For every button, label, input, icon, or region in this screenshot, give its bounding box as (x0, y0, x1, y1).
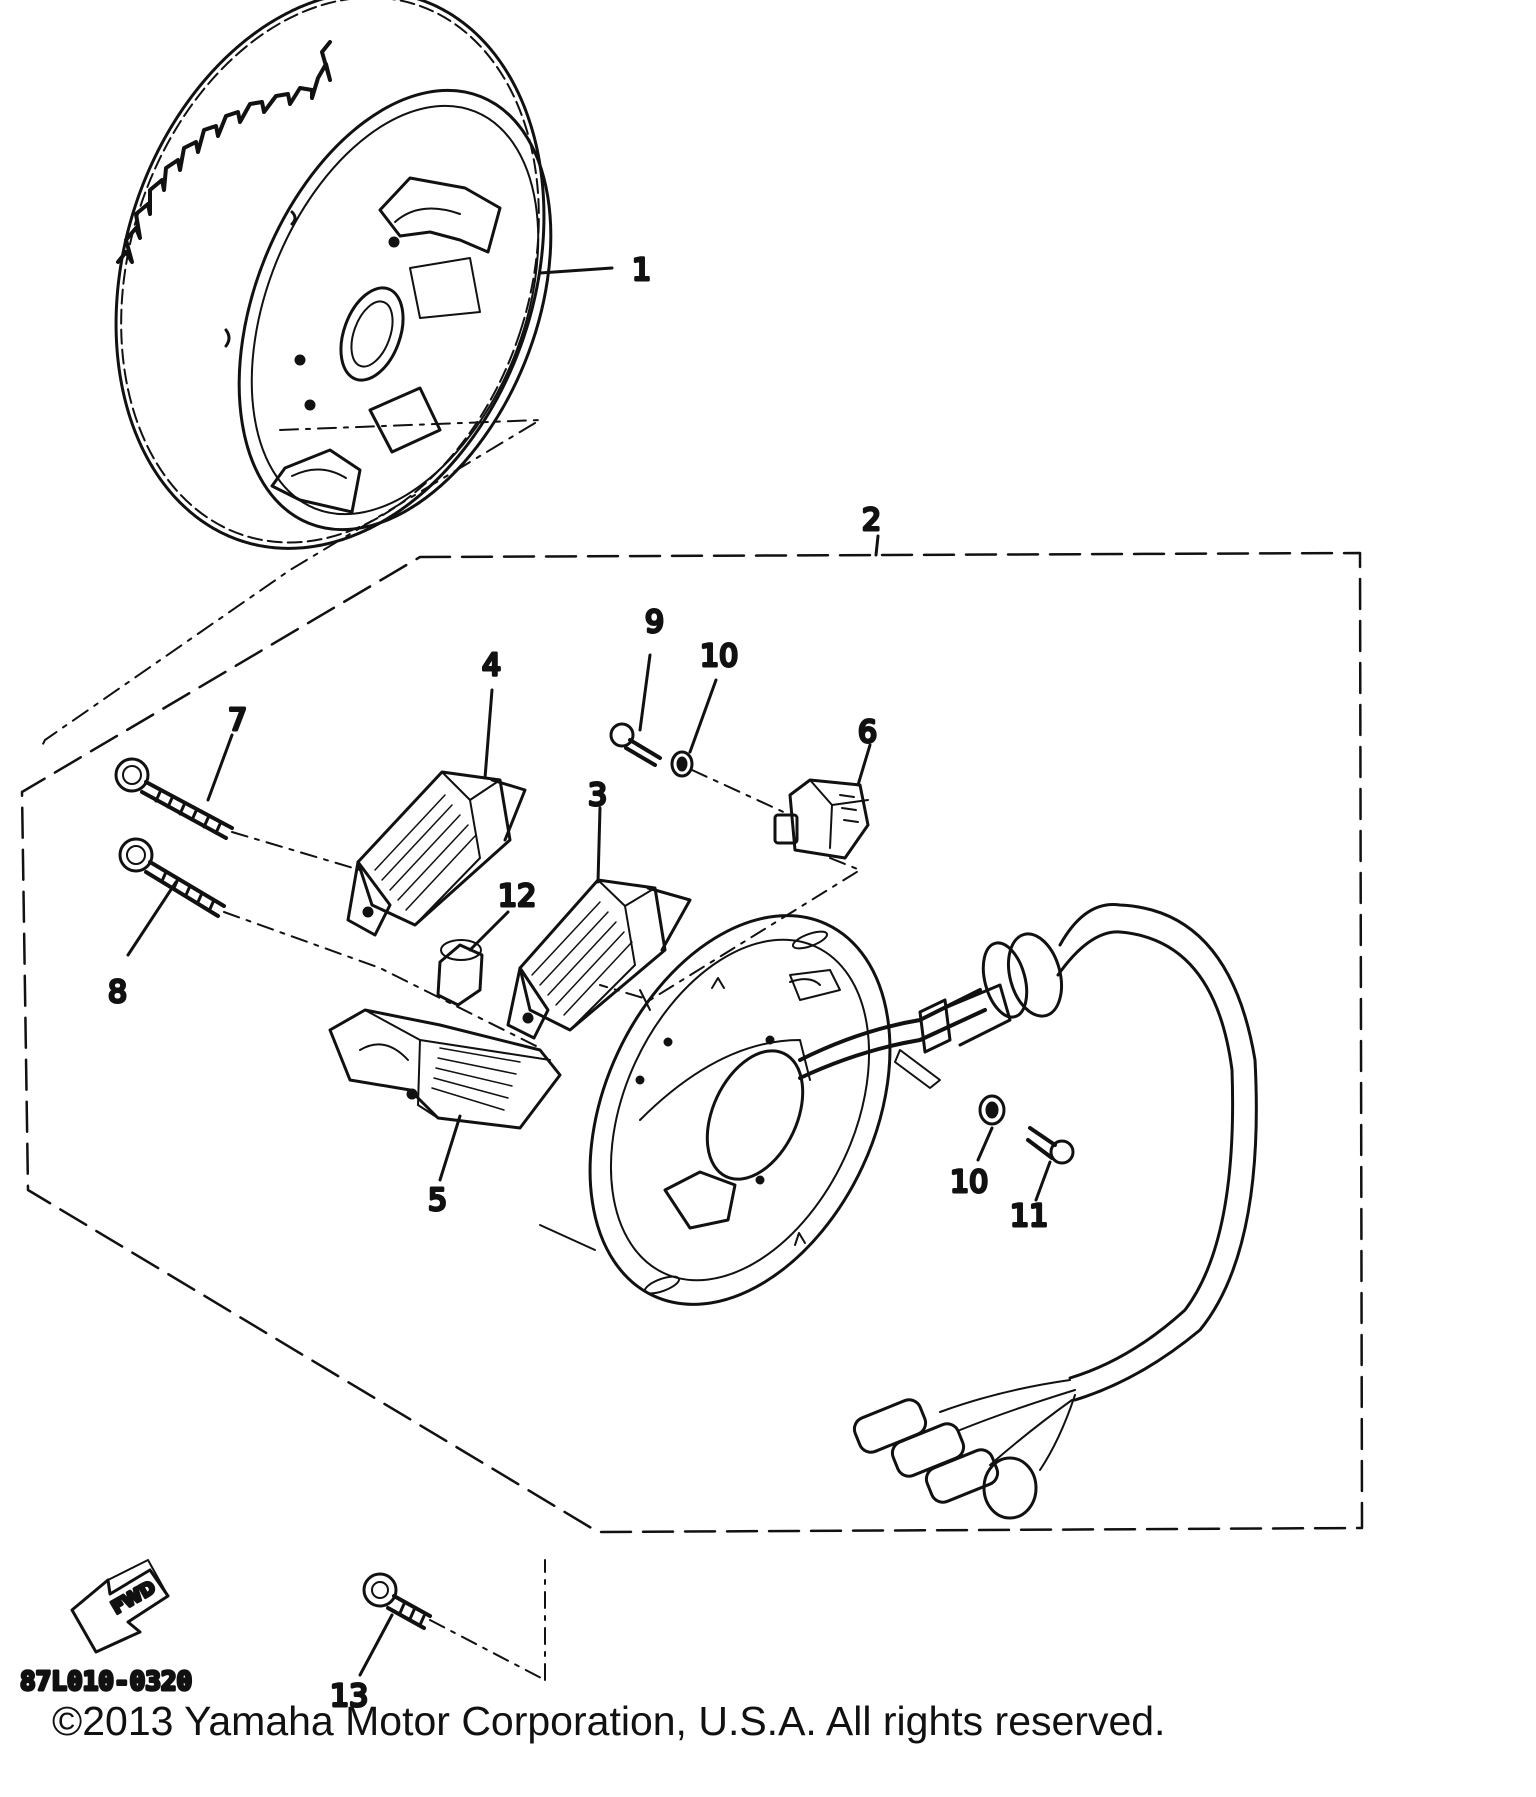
leader-10-lower (976, 1126, 994, 1162)
part-label-1: 1 (632, 253, 651, 288)
leader-6 (856, 743, 872, 787)
part-label-11: 11 (1010, 1199, 1048, 1234)
leader-8 (126, 880, 178, 957)
copyright-notice: ©2013 Yamaha Motor Corporation, U.S.A. A… (52, 1698, 1166, 1744)
fwd-arrow-icon (70, 1559, 170, 1654)
screw-8 (118, 837, 226, 918)
leader-5 (438, 1114, 462, 1182)
leader-10-top (688, 678, 718, 754)
leader-11 (1034, 1160, 1052, 1202)
washer-10-lower (978, 1094, 1006, 1126)
screw-9 (609, 722, 662, 767)
washer-10-top (670, 750, 694, 778)
pulser-6 (773, 778, 870, 860)
diagram-code: 87L010-0320 (20, 1667, 192, 1697)
spacer-12 (436, 939, 484, 1007)
part-label-5: 5 (428, 1183, 447, 1218)
screw-11 (1026, 1126, 1075, 1165)
stator-base-plate (539, 914, 892, 1306)
flywheel (39, 0, 553, 751)
part-label-13: 13 (330, 1679, 368, 1714)
wire-harness (798, 903, 1258, 1520)
leader-9 (638, 653, 652, 732)
part-label-10-top: 10 (700, 639, 738, 674)
part-label-12: 12 (498, 879, 536, 914)
leader-3 (596, 806, 602, 884)
screw-7 (114, 757, 234, 840)
part-label-2: 2 (862, 503, 881, 538)
part-label-4: 4 (482, 648, 501, 683)
part-label-3: 3 (588, 778, 607, 813)
part-label-10-lower: 10 (950, 1165, 988, 1200)
coil-5 (328, 1008, 562, 1130)
part-label-8: 8 (108, 975, 127, 1010)
assembly-2-boundary (20, 551, 1364, 1534)
leader-13 (358, 1613, 394, 1677)
leader-4 (483, 688, 494, 780)
leader-2 (874, 534, 880, 557)
part-label-6: 6 (858, 715, 877, 750)
fwd-label: FWD (108, 1577, 159, 1619)
leader-7 (206, 733, 234, 802)
coil-4 (346, 770, 527, 937)
part-label-7: 7 (228, 703, 247, 738)
part-label-9: 9 (645, 605, 664, 640)
leader-12 (468, 910, 510, 952)
screw-13 (362, 1572, 432, 1630)
leader-1 (538, 266, 614, 275)
